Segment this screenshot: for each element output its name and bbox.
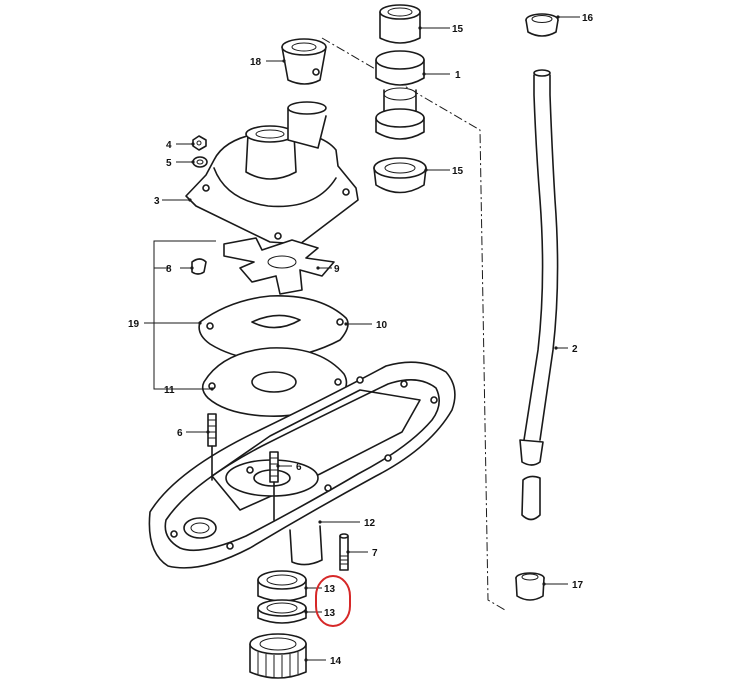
callout-13-upper: 13	[324, 584, 336, 595]
callout-19: 19	[128, 319, 140, 330]
part-18-bushing	[281, 38, 327, 85]
part-16-grommet	[525, 13, 559, 37]
callout-15-lower: 15	[452, 166, 464, 177]
part-10-plate	[198, 295, 349, 361]
part-6-stud-left	[207, 413, 217, 481]
callout-6-left: 6	[177, 428, 183, 439]
part-17-grommet	[515, 572, 545, 601]
part-4-nut	[192, 135, 207, 151]
part-3-pump-case	[185, 101, 359, 245]
part-14-needle-bearing	[249, 633, 307, 679]
callout-14: 14	[330, 656, 342, 667]
part-13-lower-seal	[257, 599, 307, 624]
part-13-upper-seal	[257, 570, 307, 602]
part-7-stud	[339, 533, 349, 571]
callout-16: 16	[582, 13, 594, 24]
callout-5: 5	[166, 158, 172, 169]
callout-11: 11	[164, 385, 175, 396]
callout-9: 9	[334, 264, 340, 275]
leader-lines	[144, 16, 580, 661]
part-15-upper-seal	[379, 4, 421, 44]
callout-10: 10	[376, 320, 388, 331]
part-5-washer	[192, 156, 208, 168]
part-15-lower-seal	[373, 157, 427, 194]
callout-4: 4	[166, 140, 172, 151]
callout-3: 3	[154, 196, 160, 207]
callout-15-upper: 15	[452, 24, 464, 35]
callout-12: 12	[364, 518, 376, 529]
callout-17: 17	[572, 580, 584, 591]
callout-1: 1	[455, 70, 461, 81]
callout-18: 18	[250, 57, 262, 68]
part-8-key	[191, 258, 207, 275]
part-2-water-tube	[519, 69, 559, 521]
callout-7: 7	[372, 548, 378, 559]
part-9-impeller	[223, 237, 335, 295]
callout-13-lower: 13	[324, 608, 336, 619]
callout-6-center: 6	[296, 462, 302, 473]
part-1-guide-tube	[375, 50, 425, 140]
callout-8: 8	[166, 264, 172, 275]
part-6-stud-center	[269, 451, 279, 521]
callout-2: 2	[572, 344, 578, 355]
highlight-callout-13	[315, 575, 351, 627]
leader-dots	[188, 15, 560, 662]
